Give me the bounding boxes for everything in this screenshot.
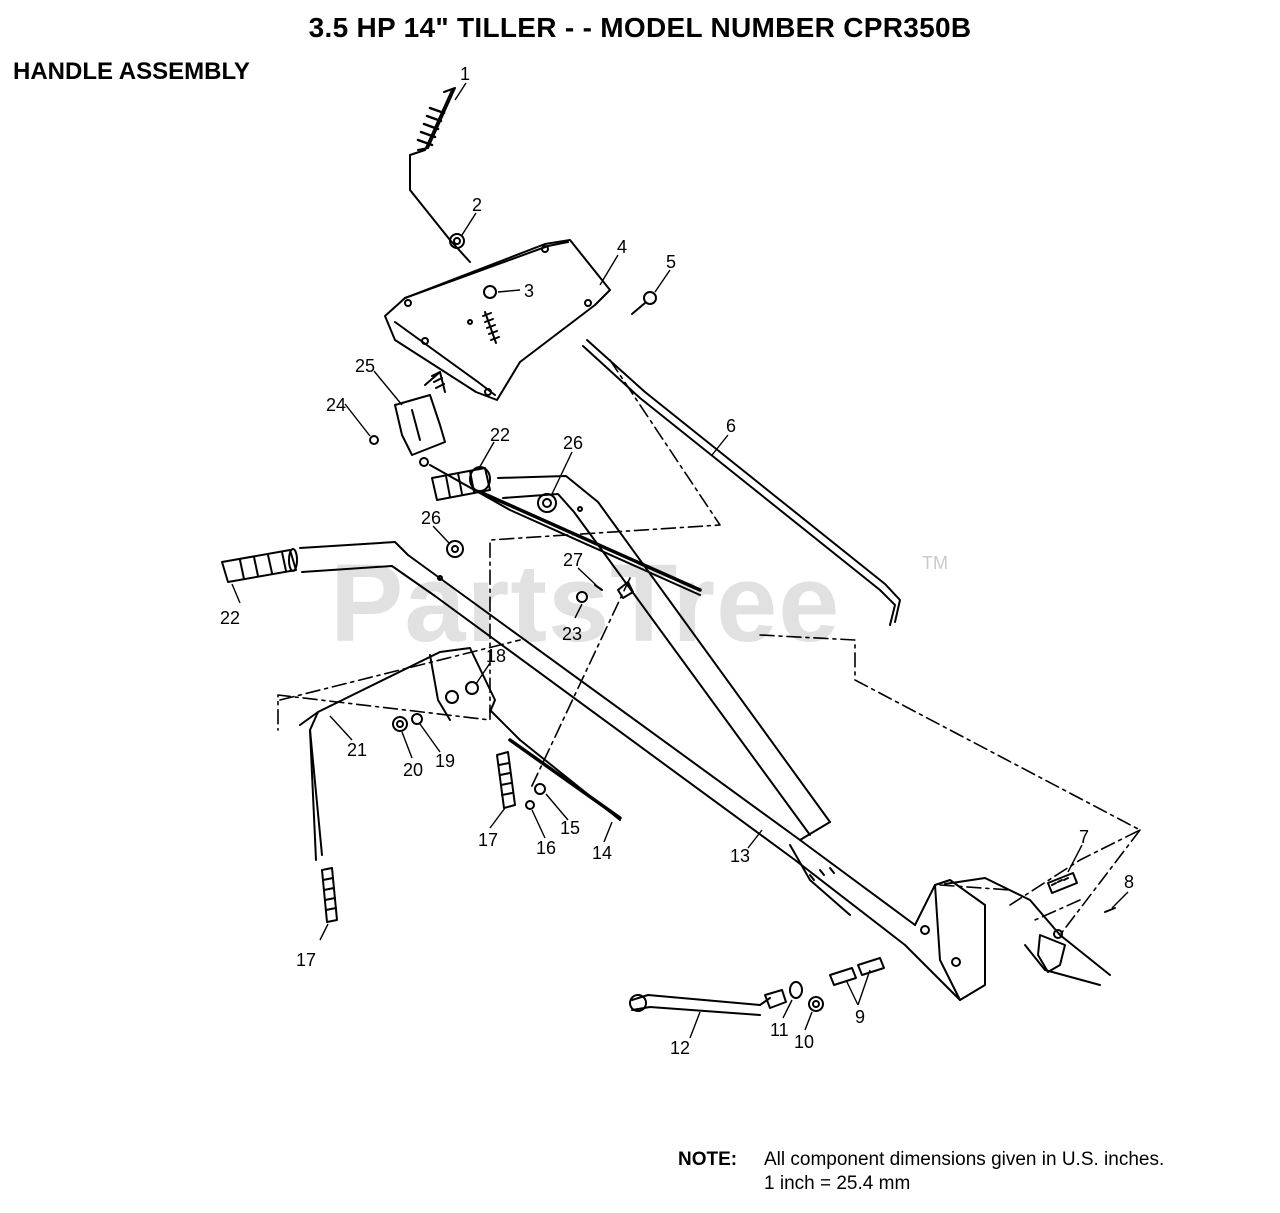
callout-4: 4 [617,237,627,257]
part-bolt-5 [631,291,657,315]
callout-16: 16 [536,838,556,858]
part-grip-left [221,548,298,583]
note-line-1: NOTE: All component dimensions given in U… [678,1148,1164,1172]
callout-23: 23 [562,624,582,644]
reference-lines [277,359,1141,936]
watermark-tm: TM [922,553,948,573]
callout-22-right: 22 [490,425,510,445]
callout-25: 25 [355,356,375,376]
part-throttle-cable [429,464,702,821]
part-washer-18b [445,690,459,704]
part-sleeve-17-a [496,751,516,809]
part-screw-16 [525,800,535,810]
callout-20: 20 [403,760,423,780]
callout-17-a: 17 [478,830,498,850]
page-title: 3.5 HP 14" TILLER - - MODEL NUMBER CPR35… [308,12,972,43]
part-long-rod [582,339,901,626]
callout-24: 24 [326,395,346,415]
callout-11: 11 [770,1020,789,1040]
watermark: PartsTree [330,542,841,665]
part-clip-15 [534,783,546,795]
callout-13: 13 [730,846,750,866]
note-label: NOTE: [678,1149,738,1170]
part-washer-19 [411,713,423,725]
part-nut-26-right [537,493,557,513]
callout-7: 7 [1079,827,1089,847]
part-bushing-9b [857,957,885,976]
part-nut-2 [449,233,465,249]
part-main-handle [299,475,986,1001]
assembly-title: HANDLE ASSEMBLY [13,58,250,85]
callout-22-left: 22 [220,608,240,628]
part-sleeve-17-b [321,867,338,923]
part-shift-lever [629,989,787,1016]
callout-1: 1 [460,64,470,84]
note-text-2: 1 inch = 25.4 mm [764,1173,911,1194]
callout-15: 15 [560,818,580,838]
part-washer-27 [594,584,603,591]
part-bolt-7 [1047,872,1078,894]
part-pin-8 [1104,907,1116,913]
note-block: NOTE: All component dimensions given in U… [678,1148,1164,1196]
callout-2: 2 [472,195,482,215]
part-nut-23 [576,591,588,603]
callout-19: 19 [435,751,455,771]
callout-labels: 1 2 3 4 5 6 7 8 9 10 11 12 13 14 15 16 1… [220,64,1134,1058]
leader-lines [231,82,1129,1039]
callout-8: 8 [1124,872,1134,892]
part-shift-rod [409,87,471,263]
part-screw-3 [467,285,500,344]
note-text-1: All component dimensions given in U.S. i… [764,1149,1165,1170]
callout-26-left: 26 [421,508,441,528]
callout-17-b: 17 [296,950,316,970]
part-control-panel [384,239,611,401]
part-throttle-bracket [369,371,446,467]
callout-21: 21 [347,740,367,760]
part-washer-11 [789,981,803,999]
callout-5: 5 [666,252,676,272]
callout-3: 3 [524,281,534,301]
callout-10: 10 [794,1032,814,1052]
callout-12: 12 [670,1038,690,1058]
part-nut-26-left [446,540,464,558]
callout-6: 6 [726,416,736,436]
callout-27: 27 [563,550,583,570]
part-lever-rod [299,647,496,861]
callout-18: 18 [486,646,506,666]
part-nut-10 [808,996,824,1012]
callout-9: 9 [855,1007,865,1027]
callout-26-right: 26 [563,433,583,453]
part-nut-20 [392,716,408,732]
part-clip [617,581,634,599]
callout-14: 14 [592,843,612,863]
part-bushing-9a [829,967,857,986]
part-bolt-18 [465,681,479,695]
part-frame-bracket [944,877,1111,986]
